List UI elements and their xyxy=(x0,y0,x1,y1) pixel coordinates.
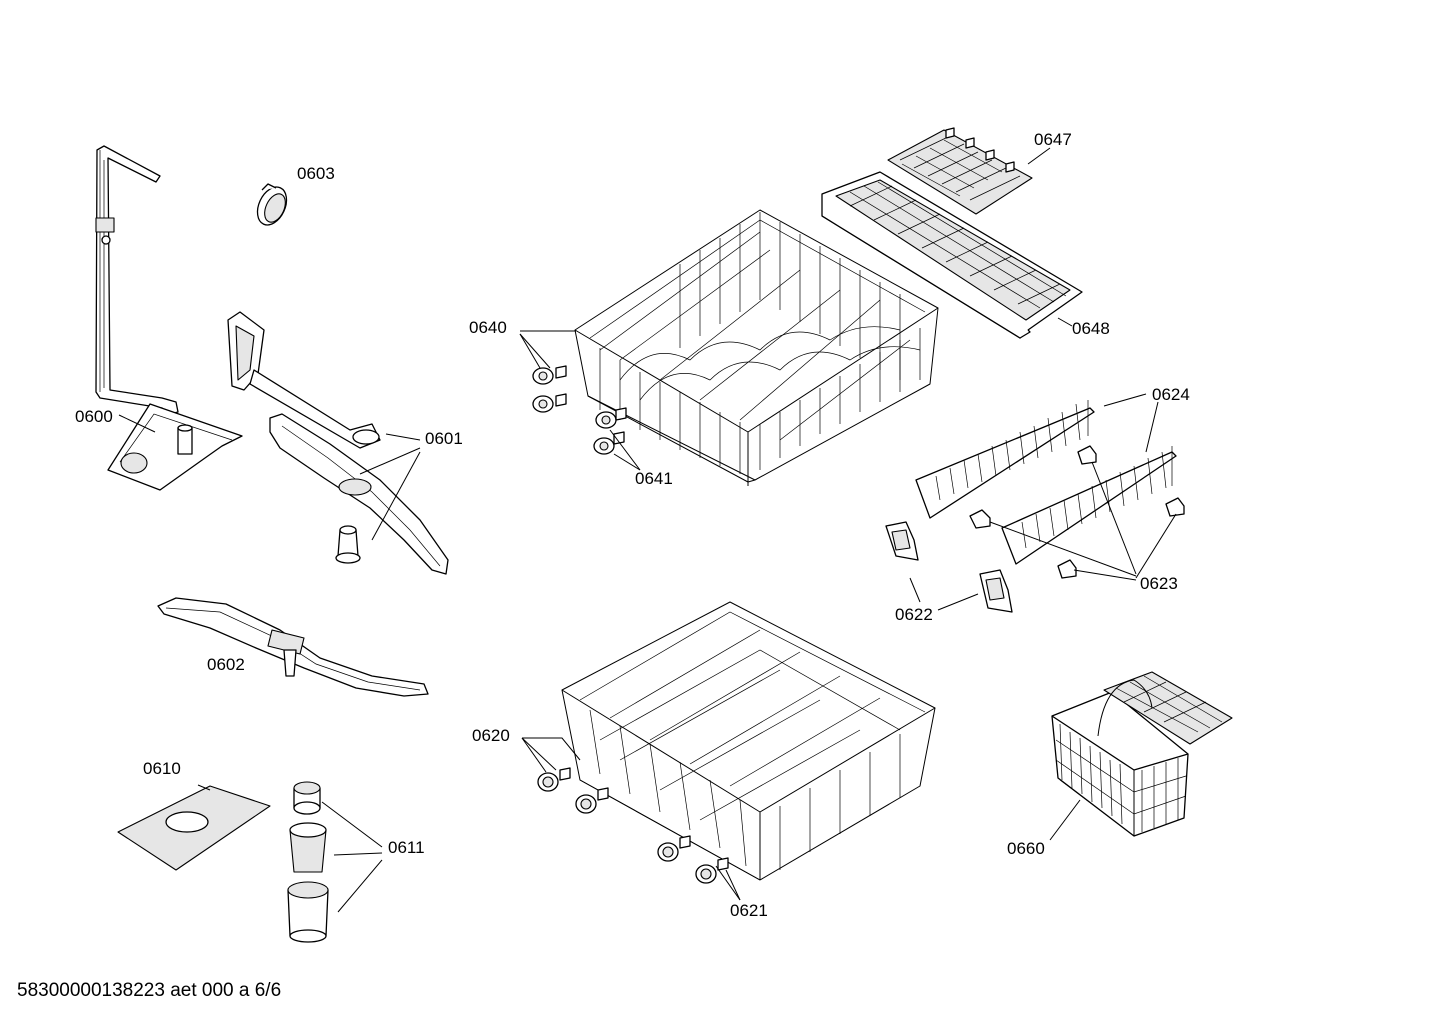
label-0602: 0602 xyxy=(207,655,245,674)
label-0620: 0620 xyxy=(472,726,510,745)
label-0623: 0623 xyxy=(1140,574,1178,593)
leader-0601 xyxy=(359,433,421,541)
part-0602-lower-spray-arm xyxy=(157,597,429,697)
leader-0622 xyxy=(909,577,979,611)
label-0603: 0603 xyxy=(297,164,335,183)
leader-0611 xyxy=(321,801,383,913)
leader-0610 xyxy=(197,784,211,791)
label-0647: 0647 xyxy=(1034,130,1072,149)
part-0601-spray-arm xyxy=(227,311,449,575)
part-0640-rollers xyxy=(532,365,567,413)
part-0623-clips xyxy=(969,445,1185,579)
leader-0641 xyxy=(609,429,641,471)
label-0610: 0610 xyxy=(143,759,181,778)
leader-0624 xyxy=(1103,393,1159,453)
label-0622: 0622 xyxy=(895,605,933,624)
label-0621: 0621 xyxy=(730,901,768,920)
leader-0647 xyxy=(1027,147,1051,165)
leader-0640 xyxy=(519,330,576,369)
part-0624-tine-racks xyxy=(915,400,1177,565)
leader-0620 xyxy=(521,737,581,773)
part-0620-lower-basket xyxy=(561,601,936,881)
label-0601: 0601 xyxy=(425,429,463,448)
part-0610-filter-plate xyxy=(117,785,271,871)
part-0600-water-pipe xyxy=(95,145,243,491)
leader-0623 xyxy=(989,461,1177,581)
part-0620-wheels xyxy=(537,767,609,814)
label-0641: 0641 xyxy=(635,469,673,488)
label-0624: 0624 xyxy=(1152,385,1190,404)
label-0660: 0660 xyxy=(1007,839,1045,858)
part-0611-filters xyxy=(287,781,329,943)
leader-0621 xyxy=(715,865,741,901)
part-0621-wheels xyxy=(657,835,729,884)
part-0603-nozzle xyxy=(256,183,288,226)
part-0640-upper-basket xyxy=(574,209,939,486)
part-0648-cutlery-tray xyxy=(821,171,1083,339)
label-0600: 0600 xyxy=(75,407,113,426)
document-id-footer: 58300000138223 aet 000 a 6/6 xyxy=(17,980,282,1001)
label-0611: 0611 xyxy=(388,838,425,857)
part-0647-tray-cover xyxy=(887,127,1033,215)
leader-0648 xyxy=(1057,317,1073,327)
part-0641-rollers xyxy=(593,407,627,455)
label-0640: 0640 xyxy=(469,318,507,337)
part-0622-side-clips xyxy=(885,521,1013,613)
leader-0660 xyxy=(1049,799,1081,841)
part-0660-cutlery-basket xyxy=(1051,671,1233,837)
label-0648: 0648 xyxy=(1072,319,1110,338)
leader-0600 xyxy=(118,414,156,433)
